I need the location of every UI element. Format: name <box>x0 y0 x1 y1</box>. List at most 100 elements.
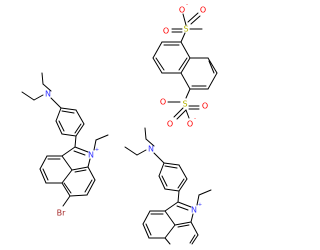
bond <box>164 210 176 226</box>
bond <box>58 120 65 132</box>
bond <box>164 224 176 239</box>
bond <box>61 133 77 137</box>
benzoindolium-cation-right: N <box>124 127 212 245</box>
oxygen-atom-label: O <box>187 120 193 129</box>
bond <box>164 165 178 169</box>
negative-charge-label: - <box>186 2 188 8</box>
bond <box>180 41 191 59</box>
bond <box>124 146 138 156</box>
bond <box>55 120 63 135</box>
bond <box>33 94 44 101</box>
bond <box>185 109 190 119</box>
bond <box>177 178 185 189</box>
bond <box>182 13 187 26</box>
bond <box>74 135 77 148</box>
bond <box>142 223 150 239</box>
nitrogen-atom-label: N <box>191 206 197 215</box>
bond <box>164 188 180 192</box>
bond <box>177 190 180 203</box>
bond <box>62 195 71 207</box>
bond <box>84 179 93 193</box>
sulfur-atom-label: S <box>183 25 188 34</box>
bond <box>152 57 163 74</box>
molecular-structure-drawing: S O O O - S O O O O - N <box>21 2 218 245</box>
bond <box>61 110 75 114</box>
bond <box>61 155 73 171</box>
bond <box>21 91 35 101</box>
bond <box>187 12 199 23</box>
bond <box>180 72 191 90</box>
bond <box>178 164 188 180</box>
phenyl-ring <box>158 162 188 203</box>
bond <box>144 127 147 140</box>
bond <box>158 162 165 177</box>
bond <box>87 158 91 168</box>
benzoindolium-cation-left: N <box>21 72 109 218</box>
bond <box>164 201 179 212</box>
oxygen-atom-label: O <box>179 6 185 15</box>
bond <box>153 152 165 164</box>
bond <box>174 221 192 226</box>
bond <box>73 150 86 156</box>
oxygen-atom-label: O <box>163 27 169 36</box>
diethylamino-group: N <box>124 127 165 164</box>
bond <box>63 182 72 194</box>
positive-charge-label: + <box>198 202 202 208</box>
bond <box>163 162 180 166</box>
nitrogen-atom-label: N <box>45 90 51 99</box>
bromine-atom-label: Br <box>57 209 66 218</box>
benzoindolium-core <box>142 189 212 245</box>
bond <box>177 224 190 228</box>
sulfonate-group-top: S O O O - <box>163 2 206 36</box>
oxygen-atom-label: O <box>167 120 173 129</box>
bond <box>61 146 76 157</box>
benzoindolium-core <box>39 134 109 207</box>
bond <box>39 155 48 170</box>
bond <box>95 134 109 141</box>
bond <box>207 57 218 74</box>
bond <box>61 182 71 197</box>
bond <box>177 201 192 208</box>
phenyl-ring <box>55 107 85 148</box>
bond <box>69 194 88 197</box>
bond <box>161 175 168 187</box>
bond <box>207 72 218 90</box>
bond <box>190 221 199 236</box>
bond <box>152 41 163 59</box>
bond <box>71 166 89 171</box>
bond <box>178 57 188 71</box>
naphthalene-bonds <box>152 32 218 99</box>
nitrogen-atom-label: N <box>88 151 94 160</box>
oxygen-atom-label: O <box>160 98 166 107</box>
bond <box>136 149 147 156</box>
bond <box>164 237 171 245</box>
bond <box>42 83 52 92</box>
bond <box>60 107 77 111</box>
oxygen-atom-label: O <box>202 102 208 111</box>
bond <box>75 123 85 137</box>
bond <box>190 15 201 25</box>
bond <box>185 88 191 99</box>
bond <box>180 32 186 43</box>
bond <box>189 234 196 244</box>
diethylamino-group: N <box>21 72 62 109</box>
bond <box>145 223 152 236</box>
sulfonate-group-bottom: S O O O O - <box>160 98 208 129</box>
bond <box>50 97 62 109</box>
bond <box>158 175 166 190</box>
bond <box>190 213 194 223</box>
bond <box>191 234 199 245</box>
bond <box>74 146 89 153</box>
bond <box>180 57 191 74</box>
oxygen-atom-label: O <box>200 6 206 15</box>
bond <box>61 169 73 184</box>
bond <box>178 178 188 192</box>
bond <box>74 169 87 173</box>
bond <box>41 72 44 85</box>
bond <box>208 60 215 74</box>
bond <box>196 194 200 206</box>
bond <box>42 168 49 181</box>
bond <box>39 168 47 184</box>
bond <box>155 57 165 71</box>
nitrogen-atom-label: N <box>148 145 154 154</box>
